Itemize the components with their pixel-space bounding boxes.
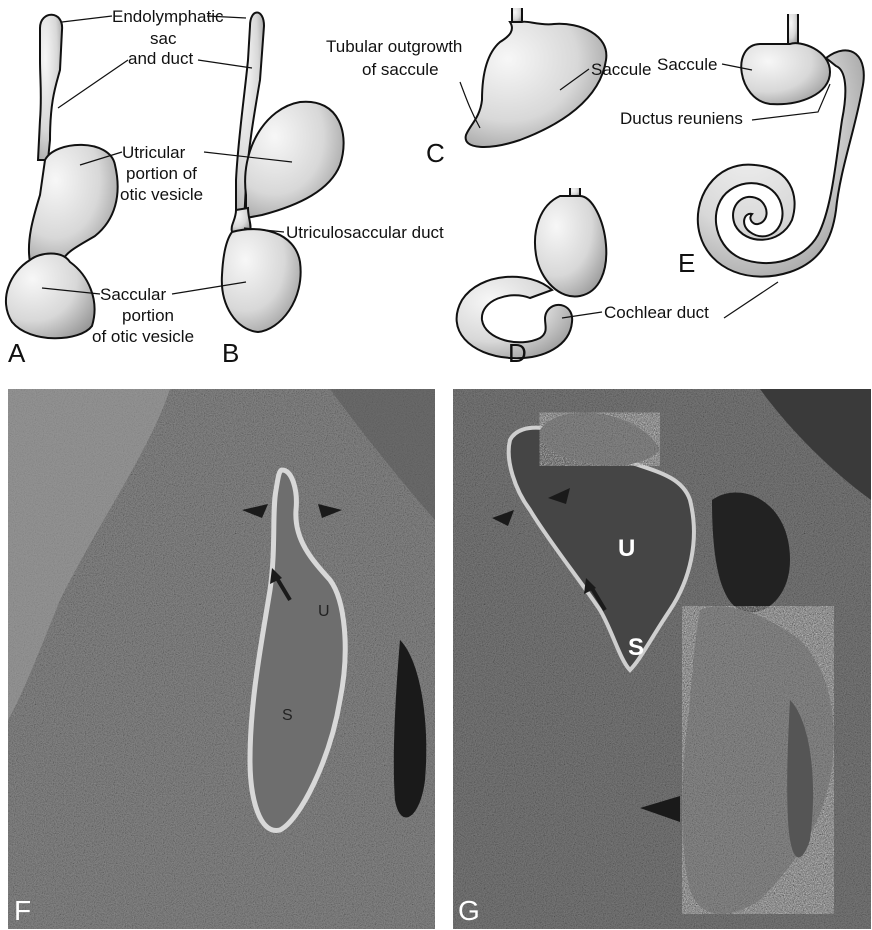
label-saccular-2: portion — [122, 306, 174, 325]
panel-e-saccule — [741, 43, 830, 104]
panel-g-label-u: U — [618, 535, 635, 562]
label-ductus-reuniens: Ductus reuniens — [620, 109, 743, 128]
panel-c-stalk — [512, 8, 522, 22]
panel-g-label-s: S — [628, 634, 644, 661]
panel-d-drawing — [457, 188, 607, 358]
label-endolymphatic-3: and duct — [128, 49, 193, 68]
panel-c-saccule — [466, 22, 607, 147]
panel-label-g: G — [458, 895, 480, 926]
panel-b-drawing — [222, 13, 344, 333]
panel-e-stalk — [788, 14, 798, 44]
leader-sac-duct-a — [58, 60, 128, 108]
label-utriculosaccular: Utriculosaccular duct — [286, 223, 444, 242]
panel-d-stalk — [570, 188, 580, 196]
label-utricular-1: Utricular — [122, 143, 186, 162]
panel-f-label-s: S — [282, 707, 293, 724]
leader-sac-duct-b — [198, 60, 252, 68]
panel-label-f: F — [14, 895, 31, 926]
panel-a-saccular-portion — [6, 254, 95, 339]
panel-label-d: D — [508, 338, 527, 368]
label-saccular-1: Saccular — [100, 285, 166, 304]
leader-tubular — [460, 82, 480, 128]
panel-b-saccular-portion — [222, 229, 301, 332]
label-saccule-e: Saccule — [657, 55, 717, 74]
label-tubular-2: of saccule — [362, 60, 439, 79]
leader-cochlear-e — [724, 282, 778, 318]
label-saccular-3: of otic vesicle — [92, 327, 194, 346]
panel-f-label-u: U — [318, 603, 330, 620]
panel-d-saccule — [535, 196, 606, 297]
panel-label-e: E — [678, 248, 695, 278]
panel-a-utricular-portion — [29, 145, 118, 262]
panel-a-endolymphatic-duct — [38, 15, 62, 160]
label-tubular-1: Tubular outgrowth — [326, 37, 462, 56]
panel-c-drawing — [466, 8, 607, 147]
label-cochlear-d: Cochlear duct — [604, 303, 709, 322]
panel-label-b: B — [222, 338, 239, 368]
panel-e-drawing — [698, 14, 864, 277]
label-endolymphatic-2: sac — [150, 29, 177, 48]
panel-b-utricular-portion — [245, 102, 343, 218]
panel-label-a: A — [8, 338, 26, 368]
panel-g-micrograph — [453, 389, 871, 929]
panel-label-c: C — [426, 138, 445, 168]
label-utricular-2: portion of — [126, 164, 197, 183]
label-saccule-c: Saccule — [591, 60, 651, 79]
panel-f-micrograph — [8, 389, 435, 929]
label-utricular-3: otic vesicle — [120, 185, 203, 204]
leader-endolymphatic-a — [62, 16, 112, 22]
